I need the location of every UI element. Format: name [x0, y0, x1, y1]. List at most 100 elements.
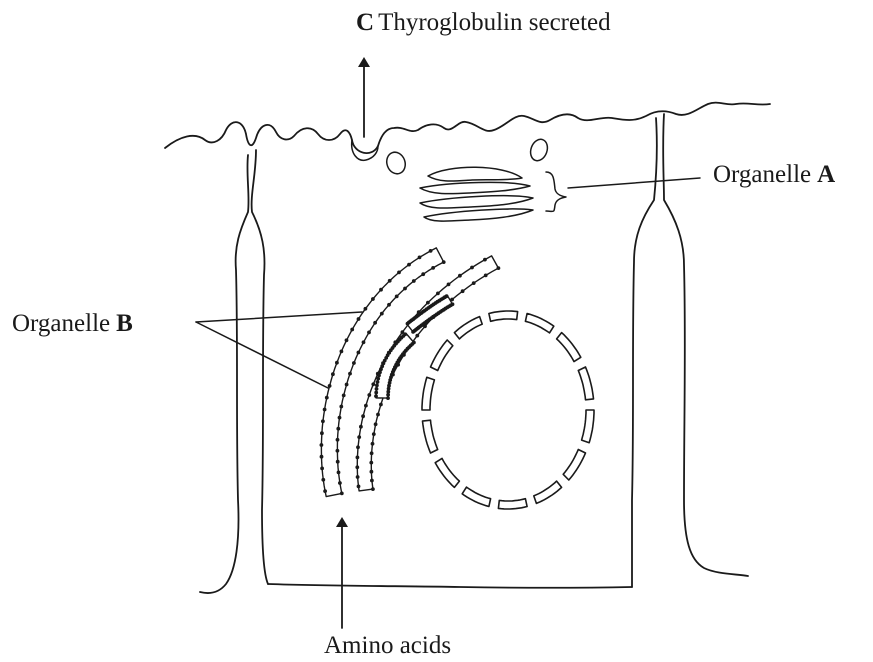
nuclear-envelope-segment	[578, 367, 593, 400]
ribosome	[338, 481, 342, 485]
ribosome	[374, 391, 378, 395]
ribosome	[338, 416, 342, 420]
ribosome	[371, 297, 375, 301]
ribosome	[323, 489, 327, 493]
nuclear-envelope-segment	[435, 458, 459, 487]
ribosome	[421, 272, 425, 276]
nuclear-envelope-segment	[423, 420, 438, 453]
ribosome	[364, 404, 368, 408]
ribosome	[403, 287, 407, 291]
ribosome	[336, 427, 340, 431]
ribosome	[361, 414, 365, 418]
ribosome	[376, 380, 380, 384]
ribosome	[340, 492, 344, 496]
organelle-a-leader	[568, 178, 700, 188]
ribosome	[436, 292, 440, 296]
ribosome	[356, 475, 360, 479]
nuclear-envelope-segment	[557, 333, 581, 362]
nuclear-envelope-segment	[525, 314, 553, 333]
ribosome	[367, 331, 371, 335]
ribosome	[380, 312, 384, 316]
ribosome	[348, 372, 352, 376]
ribosome	[447, 283, 451, 287]
ribosome	[352, 361, 356, 365]
ribosome	[369, 461, 373, 465]
label-organelle-b: OrganelleB	[12, 310, 133, 337]
ribosome	[497, 266, 501, 270]
ribosome	[336, 449, 340, 453]
nuclear-envelope-segment	[431, 340, 453, 371]
ribosome	[342, 394, 346, 398]
ribosome	[388, 279, 392, 283]
nuclear-envelope-segment	[462, 487, 490, 506]
ribosome	[376, 413, 380, 417]
ribosome	[379, 288, 383, 292]
nuclear-envelope-segment	[422, 377, 434, 410]
ribosome	[356, 456, 360, 460]
ribosome	[357, 351, 361, 355]
ribosome	[395, 295, 399, 299]
ribosome	[461, 289, 465, 293]
right-lateral-membrane-inner	[632, 118, 657, 587]
ribosome	[320, 455, 324, 459]
nuclear-envelope-segment	[489, 311, 518, 321]
ribosome	[320, 467, 324, 471]
organelle-b-leader-lower	[196, 322, 328, 388]
ribosome	[320, 431, 324, 435]
ribosome	[442, 260, 446, 264]
ribosome	[418, 256, 422, 260]
ribosome	[364, 307, 368, 311]
ribosome	[375, 387, 379, 391]
ribosome	[374, 422, 378, 426]
organelle-b-rough-er	[320, 248, 501, 497]
ribosome	[367, 393, 371, 397]
ribosome	[431, 266, 435, 270]
basal-membrane	[268, 584, 632, 588]
ribosome	[345, 338, 349, 342]
ribosome	[370, 451, 374, 455]
ribosome	[406, 322, 410, 326]
ribosome	[458, 274, 462, 278]
ribosome	[325, 396, 329, 400]
ribosome	[357, 485, 361, 489]
ribosome	[451, 302, 455, 306]
ribosome	[386, 396, 390, 400]
ribosome	[350, 328, 354, 332]
ribosome	[372, 432, 376, 436]
nuclear-envelope-segment	[534, 481, 562, 503]
ribosome	[387, 303, 391, 307]
ribosome	[320, 443, 324, 447]
ribosome	[375, 384, 379, 388]
nucleus	[422, 311, 594, 509]
ribosome	[340, 350, 344, 354]
ribosome	[483, 258, 487, 262]
ribosome	[484, 274, 488, 278]
ribosome	[371, 442, 375, 446]
ribosome	[412, 341, 416, 345]
ribosome	[426, 301, 430, 305]
secretory-vesicle	[384, 150, 408, 177]
ribosome	[337, 471, 341, 475]
ribosome	[370, 470, 374, 474]
ribosome	[345, 383, 349, 387]
ribosome	[321, 419, 325, 423]
ribosome	[331, 372, 335, 376]
ribosome	[374, 394, 378, 398]
ribosome	[335, 361, 339, 365]
ribosome	[356, 445, 360, 449]
nuclear-envelope-segment	[498, 499, 527, 509]
ribosome	[371, 487, 375, 491]
ribosome	[379, 403, 383, 407]
left-lateral-membrane-outer	[200, 155, 249, 593]
organelle-a-golgi	[420, 167, 533, 221]
ribosome	[373, 321, 377, 325]
ribosome	[323, 408, 327, 412]
ribosome	[328, 384, 332, 388]
ribosome	[407, 263, 411, 267]
ribosome	[376, 377, 380, 381]
ribosome	[339, 405, 343, 409]
ribosome	[336, 438, 340, 442]
ribosome	[415, 334, 419, 338]
